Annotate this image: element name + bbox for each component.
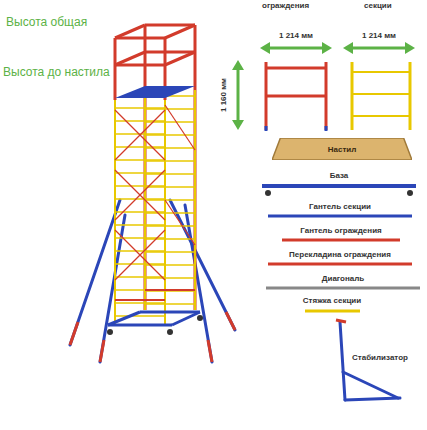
part-name: Стяжка секции [303,297,361,306]
dimension-label: секции [364,2,392,11]
height-label: Высота общая [6,16,87,29]
part-name: База [330,172,349,181]
deck-board: Настил [272,138,412,160]
dimension-label: 1 160 мм [220,78,229,112]
part-name: Стабилизатор [352,354,408,363]
part-name: Диагональ [322,275,364,284]
board-label: Настил [328,145,357,154]
part-name: Перекладина ограждения [289,251,391,260]
dimension-label: 1 214 мм [362,32,396,41]
dimension-label: 1 214 мм [279,32,313,41]
dimension-label: ограждения [262,2,309,11]
part-name: Гантель ограждения [300,227,381,236]
height-label: Высота до настила [3,66,110,79]
part-name: Гантель секции [309,203,371,212]
